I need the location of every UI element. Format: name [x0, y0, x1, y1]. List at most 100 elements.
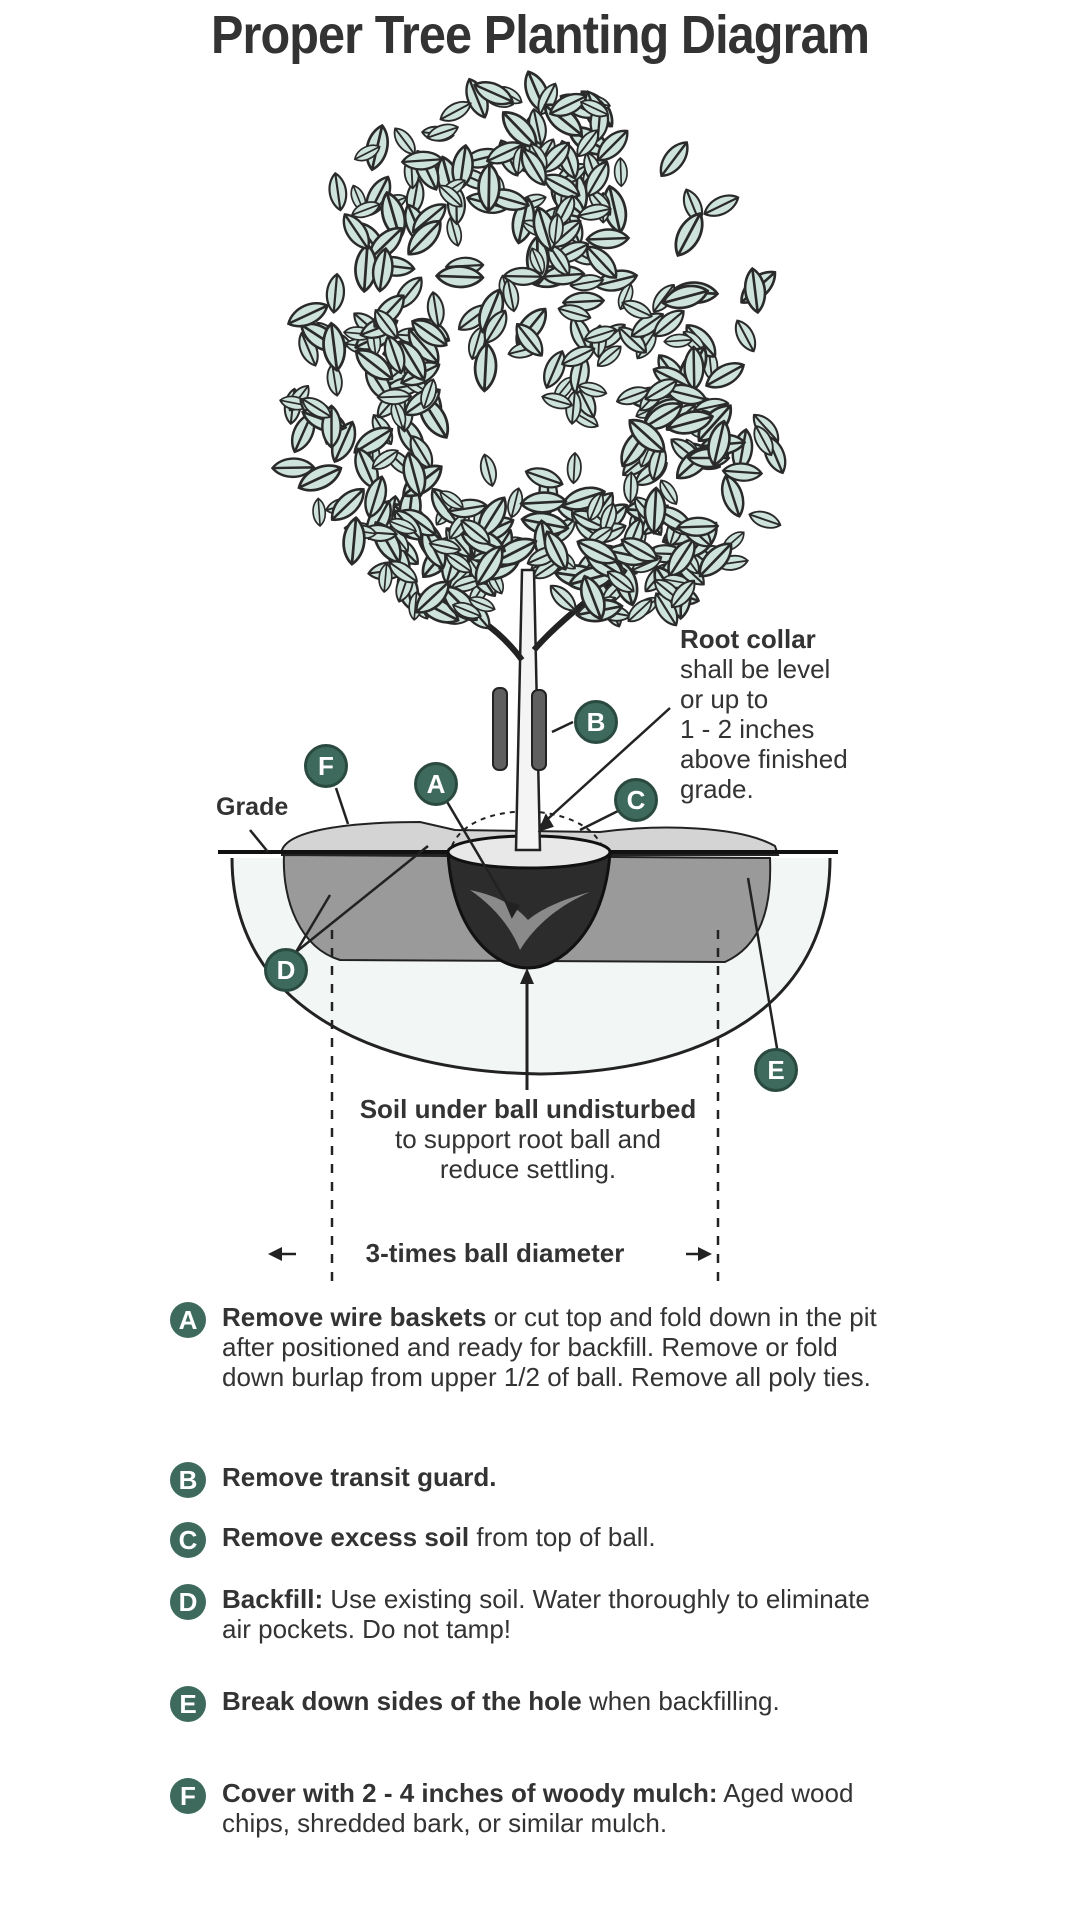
- leaf: [748, 510, 782, 529]
- leaf: [519, 491, 568, 514]
- leaf: [524, 467, 564, 489]
- leaf: [473, 341, 498, 393]
- leaf: [543, 349, 566, 389]
- leaf: [474, 545, 504, 586]
- leaf: [387, 518, 418, 535]
- leaf: [451, 601, 482, 620]
- leaf: [322, 321, 347, 373]
- root-ball-highlight: [470, 890, 590, 950]
- diameter-arrow-right: [698, 1247, 712, 1261]
- legend-item-c: C Remove excess soil from top of ball.: [170, 1522, 902, 1558]
- leaf: [439, 490, 464, 510]
- leaf: [548, 213, 564, 246]
- grade-label: Grade: [216, 793, 289, 821]
- leaf: [548, 92, 588, 117]
- leaf: [376, 388, 413, 406]
- leaf: [383, 334, 406, 375]
- leaf: [479, 453, 497, 488]
- legend-item-d: D Backfill: Use existing soil. Water tho…: [170, 1584, 902, 1644]
- badge-f: F: [304, 744, 348, 788]
- diameter-label: 3-times ball diameter: [365, 1238, 625, 1268]
- leaf: [520, 148, 547, 186]
- leaf: [585, 228, 631, 250]
- leaf: [286, 302, 329, 328]
- leaf: [618, 326, 647, 354]
- root-collar-note: Root collar shall be level or up to 1 - …: [680, 624, 848, 804]
- leaf: [670, 579, 696, 609]
- leaf: [407, 328, 440, 364]
- leaf: [596, 129, 629, 162]
- legend-item-f: F Cover with 2 - 4 inches of woody mulch…: [170, 1778, 902, 1838]
- leaf: [576, 129, 599, 158]
- leaf: [621, 299, 653, 320]
- leaf: [613, 156, 628, 188]
- leaf: [326, 363, 343, 397]
- leaf: [549, 584, 577, 612]
- leaf: [483, 309, 508, 344]
- leaf: [445, 552, 473, 574]
- badge-a: A: [414, 762, 458, 806]
- diameter-arrow-left: [268, 1247, 282, 1261]
- leaf: [586, 492, 605, 522]
- leaf: [585, 160, 610, 198]
- leaf: [541, 392, 574, 410]
- root-collar-line: shall be level: [680, 654, 831, 684]
- leaf: [364, 475, 387, 519]
- leaf: [270, 457, 316, 479]
- leaf: [411, 319, 448, 348]
- leaf: [707, 419, 731, 467]
- leaf: [426, 123, 460, 142]
- leaf: [354, 447, 380, 490]
- leaf: [643, 486, 667, 535]
- leaf: [576, 538, 619, 565]
- transit-guard-left: [492, 687, 508, 771]
- root-collar-mound: [451, 810, 603, 847]
- legend-body-f: Aged wood chips, shredded bark, or simil…: [222, 1778, 854, 1838]
- legend-badge-e: E: [170, 1686, 206, 1722]
- leaf: [583, 325, 618, 344]
- leaf: [374, 309, 399, 340]
- leaf: [628, 418, 666, 453]
- leaf: [734, 319, 757, 353]
- leaf: [328, 171, 348, 212]
- root-collar-line: 1 - 2 inches: [680, 714, 815, 744]
- leaf: [502, 266, 544, 286]
- soil-note-title: Soil under ball undisturbed: [359, 1094, 697, 1124]
- leaf: [354, 243, 378, 294]
- leaf: [579, 99, 610, 118]
- leaf: [388, 560, 418, 584]
- legend-badge-b: B: [170, 1462, 206, 1498]
- leaf: [325, 272, 345, 314]
- legend-bold-a: Remove wire baskets: [222, 1302, 487, 1332]
- leaf: [566, 451, 582, 485]
- leaf: [438, 184, 463, 208]
- leaf: [653, 309, 685, 338]
- leaf: [415, 580, 450, 614]
- legend-text-a: Remove wire baskets or cut top and fold …: [222, 1302, 902, 1392]
- leaf: [342, 516, 366, 566]
- leaf: [703, 194, 740, 217]
- leaf: [529, 247, 546, 275]
- legend-bold-c: Remove excess soil: [222, 1522, 470, 1552]
- leaf: [380, 190, 407, 241]
- tree-planting-illustration: [218, 70, 838, 1282]
- leaf: [675, 516, 720, 537]
- leaf: [661, 284, 710, 310]
- legend-bold-b: Remove transit guard.: [222, 1462, 497, 1492]
- leaf: [565, 389, 582, 425]
- legend-bold-e: Break down sides of the hole: [222, 1686, 582, 1716]
- leaf: [606, 570, 635, 593]
- soil-note: Soil under ball undisturbed to support r…: [338, 1094, 718, 1184]
- legend-item-a: A Remove wire baskets or cut top and fol…: [170, 1302, 902, 1392]
- leaf: [697, 404, 732, 442]
- legend-body-e: when backfilling.: [581, 1686, 780, 1716]
- leaf: [330, 488, 365, 521]
- leaf: [753, 424, 774, 457]
- legend-bold-f: Cover with 2 - 4 inches of woody mulch:: [222, 1778, 718, 1808]
- soil-note-line: reduce settling.: [439, 1154, 617, 1184]
- leaf: [659, 141, 689, 178]
- root-collar-line: above finished: [680, 744, 848, 774]
- leaf: [561, 345, 596, 368]
- legend-body-a: or cut top and fold down in the pit afte…: [222, 1302, 877, 1392]
- leaf: [301, 397, 332, 419]
